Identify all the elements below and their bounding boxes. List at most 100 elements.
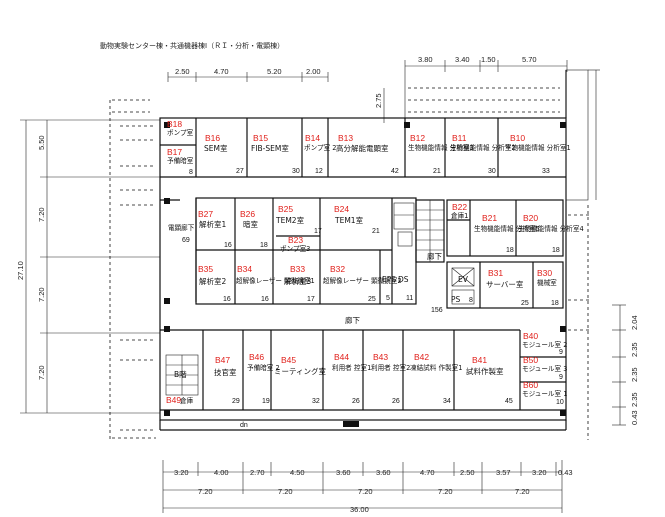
room-b23: B23 ポンプ室3 — [280, 235, 310, 253]
interior-walls — [160, 118, 566, 411]
room-id: B30 — [537, 268, 552, 278]
room-name: 超解像レーザー 顕微鏡室2 — [323, 276, 402, 285]
room-b15: B15 FIB-SEM室 30 — [251, 133, 300, 175]
room-b11: B11 生物機能情報 分析室2 30 — [450, 133, 516, 175]
room-id: B12 — [410, 133, 425, 143]
room-b49: B49 倉庫 — [166, 395, 194, 405]
right-dim-1: 2.04 — [630, 315, 639, 330]
bottom-bay-2: 7.20 — [278, 487, 293, 496]
room-b44: B44 利用者 控室1 26 — [332, 352, 371, 405]
room-name: TEM1室 — [334, 215, 364, 225]
room-id: B14 — [305, 133, 320, 143]
dn-label: dn — [240, 422, 248, 429]
room-name: 生物機能情報 分析室2 — [450, 143, 516, 152]
room-name: ポンプ室 2 — [304, 143, 336, 152]
room-id: B20 — [523, 213, 538, 223]
room-area: 69 — [182, 237, 190, 244]
room-area: 42 — [391, 168, 399, 175]
room-area: 5 — [386, 295, 390, 302]
room-name: 技官室 — [214, 367, 237, 377]
bottom-total-dim: 36.00 — [350, 505, 369, 514]
room-id: B35 — [198, 264, 213, 274]
room-name: ポンプ室 — [167, 128, 194, 137]
room-id: B49 — [166, 395, 181, 405]
room-area: 16 — [224, 242, 232, 249]
room-b25: B25 TEM2室 17 — [275, 204, 322, 235]
right-dim-3: 2.35 — [630, 367, 639, 382]
left-dim-3: 7.20 — [37, 287, 46, 302]
room-b41: B41 試料作製室 45 — [466, 355, 513, 405]
bottom-dimensions: 3.20 4.00 2.70 4.50 3.60 3.60 4.70 2.50 … — [162, 460, 573, 514]
room-b46: B46 予備暗室 2 19 — [247, 352, 280, 405]
room-b26: B26 暗室 18 — [240, 209, 268, 249]
left-dimensions: 5.50 7.20 7.20 7.20 27.10 — [16, 119, 160, 414]
room-ds: DS 11 — [398, 275, 413, 302]
room-name: 解析室3 — [284, 276, 311, 286]
room-area: 32 — [312, 398, 320, 405]
room-area: 17 — [314, 228, 322, 235]
room-b13: B13 高分解能電顕室 42 — [336, 133, 399, 175]
room-name: SEM室 — [204, 143, 228, 153]
left-total-dim: 27.10 — [16, 261, 25, 280]
room-id: B13 — [338, 133, 353, 143]
room-name: 高分解能電顕室 — [336, 143, 389, 153]
top-right-dim-2: 3.40 — [455, 55, 470, 64]
left-dim-1: 5.50 — [37, 135, 46, 150]
room-area: 17 — [307, 296, 315, 303]
room-name: 暗室 — [243, 219, 258, 229]
room-name: モジュール室 2 — [522, 340, 567, 349]
top-side-dim: 2.75 — [374, 93, 383, 108]
room-labels: B18 ポンプ室 B17 予備暗室 8 B16 SEM室 27 B15 FIB-… — [166, 119, 584, 406]
room-id: B60 — [523, 380, 538, 390]
bottom-dim-1: 3.20 — [174, 468, 189, 477]
room-b42: B42 凍結試料 作製室1 34 — [410, 352, 462, 405]
room-b31: B31 サーバー室 25 — [486, 268, 529, 307]
room-name: 超解像レーザー 顕微鏡室1 — [236, 276, 315, 285]
room-id: B46 — [249, 352, 264, 362]
room-b50: B50 モジュール室 3 9 — [522, 355, 567, 381]
top-dimension-left: 2.50 4.70 5.20 2.00 — [167, 67, 329, 82]
room-id: B16 — [205, 133, 220, 143]
room-area: 12 — [315, 168, 323, 175]
room-name: 電顕廊下 — [168, 223, 195, 232]
room-name: 機械室 — [537, 278, 557, 287]
room-id: B43 — [373, 352, 388, 362]
top-dim-2: 4.70 — [214, 67, 229, 76]
right-dimensions: 2.04 2.35 2.35 2.35 0.43 — [612, 304, 639, 426]
room-name: 凍結試料 作製室1 — [410, 363, 462, 372]
room-area: 16 — [223, 296, 231, 303]
room-name: 予備暗室 2 — [247, 363, 280, 372]
room-id: B27 — [198, 209, 213, 219]
corridor-upper-label: 廊下 — [345, 315, 360, 325]
bottom-dim-5: 3.60 — [336, 468, 351, 477]
room-area: 30 — [488, 168, 496, 175]
corridor-area: 156 — [431, 307, 443, 314]
bottom-dim-9: 3.57 — [496, 468, 511, 477]
room-area: 25 — [521, 300, 529, 307]
misc-labels: 廊下 廊下 156 EV PS 8 B階 dn — [174, 251, 473, 429]
top-right-dim-1: 3.80 — [418, 55, 433, 64]
room-b47: B47 技官室 29 — [214, 355, 240, 405]
room-b27: B27 解析室1 16 — [198, 209, 232, 249]
room-area: 30 — [292, 168, 300, 175]
room-name: 解析室2 — [199, 276, 226, 286]
room-name: 解析室1 — [199, 219, 226, 229]
room-b40: B40 モジュール室 2 9 — [522, 331, 567, 356]
room-area: 19 — [262, 398, 270, 405]
room-id: B18 — [167, 119, 182, 129]
bottom-dim-10: 3.20 — [532, 468, 547, 477]
top-dim-1: 2.50 — [175, 67, 190, 76]
room-id: B31 — [488, 268, 503, 278]
room-name: 生物機能情報 分析室5 — [474, 224, 540, 233]
room-area: 18 — [552, 247, 560, 254]
room-id: B15 — [253, 133, 268, 143]
room-name: 予備暗室 — [167, 156, 194, 165]
room-b43: B43 利用者 控室2 26 — [371, 352, 410, 405]
room-id: B33 — [290, 264, 305, 274]
room-b17: B17 予備暗室 8 — [167, 147, 194, 176]
room-area: 8 — [189, 169, 193, 176]
bottom-dim-7: 4.70 — [420, 468, 435, 477]
room-area: 34 — [443, 398, 451, 405]
